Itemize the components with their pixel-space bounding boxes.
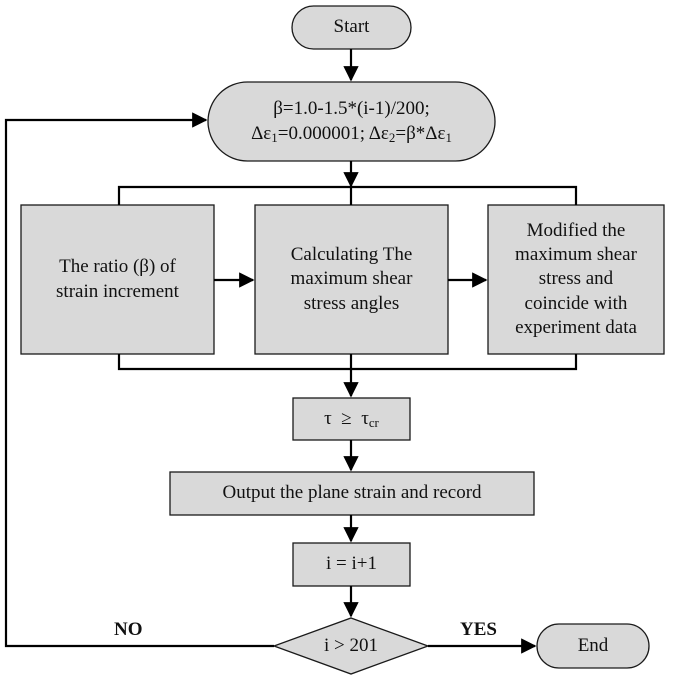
modified-line2: maximum shear	[515, 244, 637, 266]
init-sub2: 2	[388, 129, 396, 145]
output-box	[169, 471, 535, 516]
end-terminal	[536, 623, 650, 669]
init-line1: β=1.0-1.5*(i-1)/200;	[273, 98, 430, 120]
increment-label: i = i+1	[293, 543, 410, 586]
condition-label: τ ≥ τcr	[293, 398, 410, 440]
init-sub1: 1	[271, 129, 278, 145]
ratio-line1: The ratio (β) of	[59, 256, 176, 278]
ratio-process-box	[20, 204, 215, 355]
edge-label-yes: YES	[460, 619, 497, 640]
modified-line3: stress and	[538, 268, 614, 290]
init-line2: Δε1=0.000001; Δε2=β*Δε1	[251, 122, 452, 146]
modified-line5: experiment data	[515, 316, 637, 338]
modified-line1: Modified the	[526, 219, 626, 241]
calc-line2: maximum shear	[290, 268, 413, 290]
top-bus-bracket	[117, 185, 578, 205]
condition-text: τ ≥ τcr	[324, 407, 379, 431]
init-value: =0.000001; Δε	[277, 122, 389, 144]
calc-line3: stress angles	[303, 292, 400, 314]
start-label: Start	[292, 6, 411, 49]
end-label: End	[537, 624, 649, 668]
decision-text: i > 201	[324, 634, 378, 656]
end-text: End	[577, 634, 609, 656]
init-label: β=1.0-1.5*(i-1)/200; Δε1=0.000001; Δε2=β…	[208, 82, 495, 161]
init-formula: =β*Δε	[395, 122, 446, 144]
modified-process-box	[487, 204, 665, 355]
edge-decision-loop	[4, 112, 274, 648]
decision-label: i > 201	[274, 618, 428, 674]
output-label: Output the plane strain and record	[170, 472, 534, 515]
condition-box	[292, 397, 411, 441]
modified-label: Modified the maximum shear stress and co…	[488, 205, 664, 354]
ratio-line2: strain increment	[56, 280, 179, 302]
increment-box	[292, 542, 411, 587]
condition-sub: cr	[368, 415, 379, 431]
calc-line1: Calculating The	[290, 244, 413, 266]
condition-main: τ ≥ τ	[324, 407, 369, 429]
calc-label: Calculating The maximum shear stress ang…	[255, 205, 448, 354]
modified-line4: coincide with	[524, 292, 628, 314]
ratio-label: The ratio (β) of strain increment	[21, 205, 214, 354]
init-sub3: 1	[445, 129, 452, 145]
edge-label-no: NO	[114, 619, 143, 640]
start-text: Start	[333, 16, 370, 38]
increment-text: i = i+1	[326, 553, 377, 575]
bottom-bus-bracket	[117, 354, 578, 371]
init-delta1: Δε	[251, 122, 272, 144]
output-text: Output the plane strain and record	[222, 482, 482, 504]
decision-diamond	[272, 617, 430, 675]
